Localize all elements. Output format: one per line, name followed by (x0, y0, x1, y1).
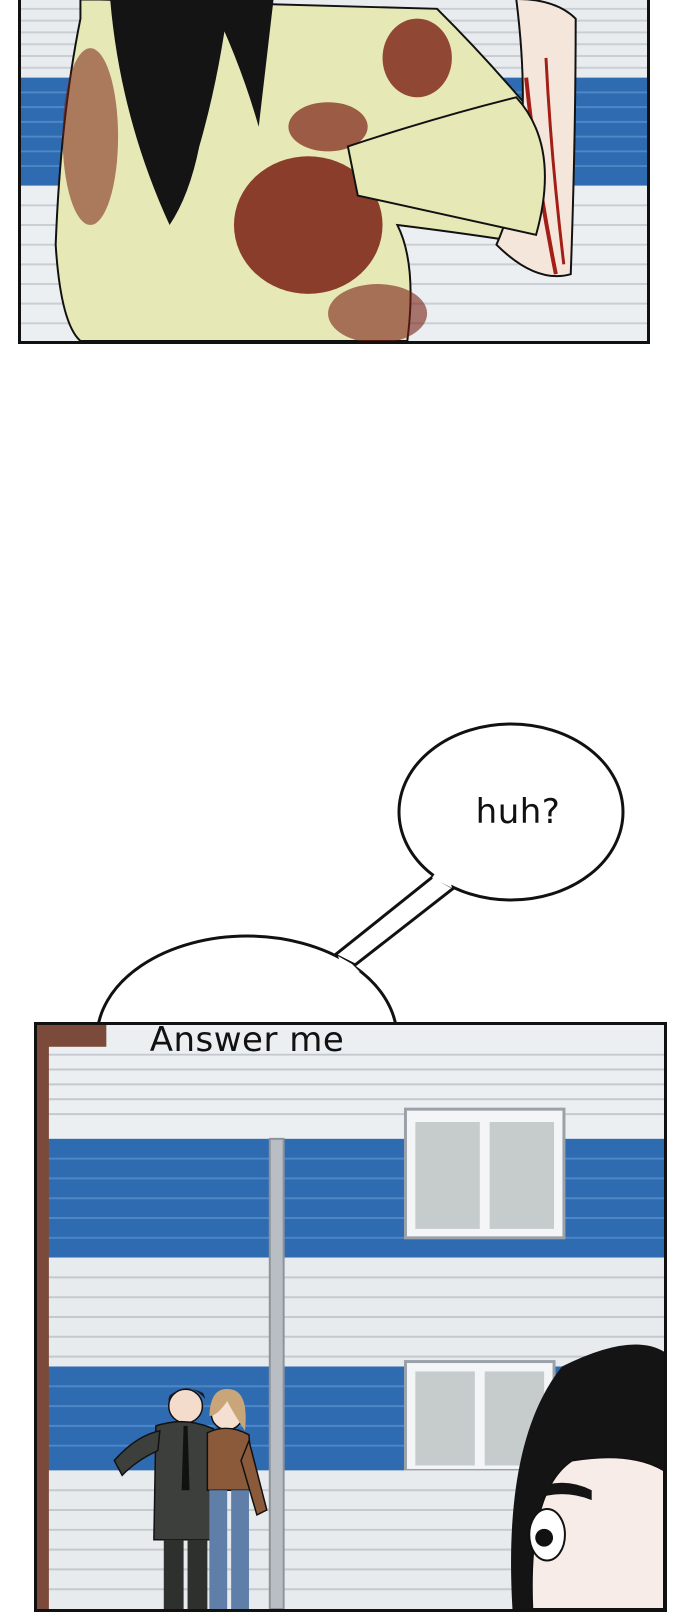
comic-panel-top (18, 0, 650, 344)
comic-panel-bottom (34, 1022, 667, 1612)
two-students-figures (113, 1388, 268, 1609)
school-hallway-illustration (37, 1025, 664, 1609)
girl-closeup-figure (511, 1344, 664, 1609)
speech-bubble-huh-text: huh? (475, 792, 561, 832)
bloodied-figure-illustration (21, 0, 647, 341)
speech-bubble-answer-text: Answer me (149, 1020, 345, 1060)
